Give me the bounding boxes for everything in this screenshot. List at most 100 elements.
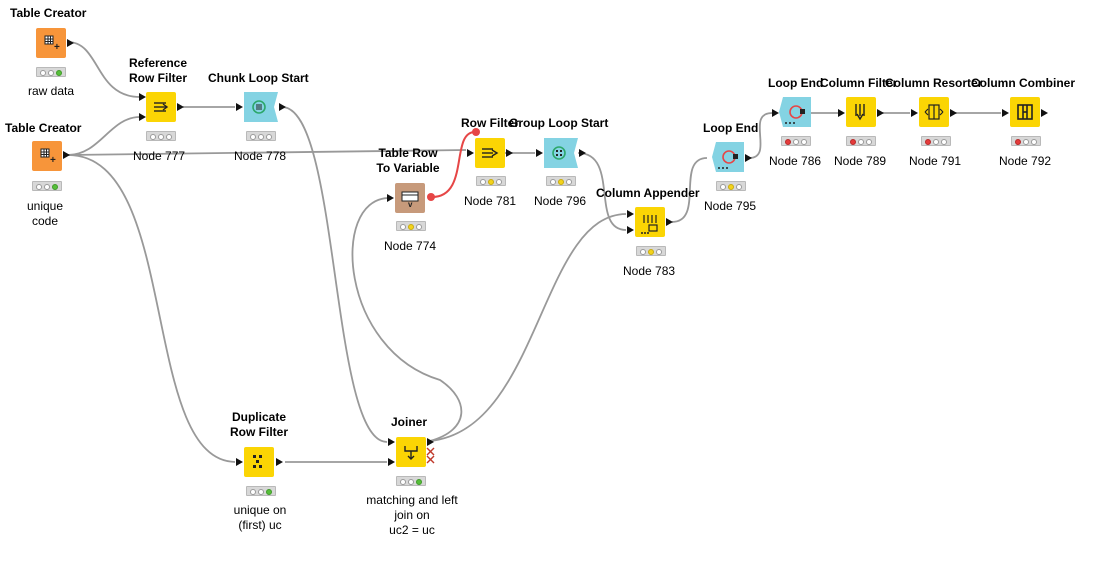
connection [281, 106, 388, 443]
node-label: Node 774 [384, 239, 437, 253]
group-loop-start-icon [544, 138, 578, 168]
input-port[interactable] [139, 93, 146, 101]
inactive-port-icon [426, 447, 435, 464]
output-port[interactable] [877, 109, 884, 117]
node-label: Node 777 [133, 149, 186, 163]
node-label: Node 786 [769, 154, 822, 168]
node-title: Column Resorter [885, 76, 983, 90]
input-port[interactable] [387, 194, 394, 202]
status-traffic-light [36, 67, 66, 77]
column-filter-icon [846, 97, 876, 127]
connection [671, 157, 708, 223]
input-port[interactable] [467, 149, 474, 157]
flow-variable-port [472, 128, 480, 136]
node-label: Node 796 [534, 194, 587, 208]
status-traffic-light [246, 486, 276, 496]
connection [67, 149, 467, 156]
output-port[interactable] [427, 438, 434, 446]
input-port[interactable] [627, 210, 634, 218]
connection [67, 41, 141, 98]
status-traffic-light [146, 131, 176, 141]
node-label: Node 791 [909, 154, 962, 168]
input-port[interactable] [139, 113, 146, 121]
connection [748, 112, 773, 159]
node-title: Reference Row Filter [128, 56, 188, 85]
flow-variable-port [427, 193, 435, 201]
node-label: raw data [28, 84, 75, 98]
output-port[interactable] [1041, 109, 1048, 117]
status-traffic-light [1011, 136, 1041, 146]
node-label: Node 783 [623, 264, 676, 278]
connection [577, 152, 627, 231]
status-traffic-light [396, 476, 426, 486]
input-port[interactable] [772, 109, 779, 117]
reference-row-filter-icon [146, 92, 176, 122]
input-port[interactable] [536, 149, 543, 157]
status-traffic-light [636, 246, 666, 256]
connection [67, 116, 141, 156]
output-port[interactable] [279, 103, 286, 111]
status-traffic-light [921, 136, 951, 146]
output-port[interactable] [950, 109, 957, 117]
duplicate-row-filter-icon [244, 447, 274, 477]
node-title: Duplicate Row Filter [229, 410, 288, 439]
node-label: Node 789 [834, 154, 887, 168]
node-title: Loop End [768, 76, 824, 90]
output-port[interactable] [67, 39, 74, 47]
node-label: Node 778 [234, 149, 287, 163]
column-resorter-icon [919, 97, 949, 127]
node-title: Joiner [391, 415, 428, 429]
chunk-loop-start-icon [244, 92, 278, 122]
status-traffic-light [781, 136, 811, 146]
status-traffic-light [246, 131, 276, 141]
connection [351, 197, 463, 442]
input-port[interactable] [1002, 109, 1009, 117]
status-traffic-light [396, 221, 426, 231]
status-traffic-light [546, 176, 576, 186]
status-traffic-light [476, 176, 506, 186]
input-port[interactable] [911, 109, 918, 117]
row-filter-icon [475, 138, 505, 168]
output-port[interactable] [177, 103, 184, 111]
connection [67, 154, 236, 463]
table-creator-icon: + [32, 141, 62, 171]
svg-text:v: v [408, 200, 413, 209]
column-combiner-icon [1010, 97, 1040, 127]
output-port[interactable] [579, 149, 586, 157]
loop-end-icon [779, 97, 811, 127]
flow-variable-connection [431, 131, 476, 198]
node-title: Row Filter [461, 116, 520, 130]
connection [429, 213, 627, 442]
node-label: Node 795 [704, 199, 757, 213]
output-port[interactable] [276, 458, 283, 466]
status-traffic-light [846, 136, 876, 146]
status-traffic-light [716, 181, 746, 191]
table-creator-icon: + [36, 28, 66, 58]
output-port[interactable] [666, 218, 673, 226]
output-port[interactable] [63, 151, 70, 159]
node-title: Group Loop Start [509, 116, 609, 130]
node-title: Table Creator [10, 6, 87, 20]
input-port[interactable] [236, 103, 243, 111]
node-title: Column Appender [596, 186, 700, 200]
node-title: Table Row To Variable [376, 146, 440, 175]
input-port[interactable] [388, 458, 395, 466]
output-port[interactable] [506, 149, 513, 157]
input-port[interactable] [838, 109, 845, 117]
loop-end-icon [712, 142, 744, 172]
node-title: Column Combiner [971, 76, 1075, 90]
output-port[interactable] [745, 154, 752, 162]
input-port[interactable] [627, 226, 634, 234]
joiner-icon [396, 437, 426, 467]
svg-text:+: + [50, 155, 56, 166]
node-label: Node 792 [999, 154, 1052, 168]
node-title: Chunk Loop Start [208, 71, 309, 85]
table-row-to-variable-icon: v [395, 183, 425, 213]
input-port[interactable] [236, 458, 243, 466]
column-appender-icon [635, 207, 665, 237]
input-port[interactable] [388, 438, 395, 446]
node-label: unique on (first) uc [233, 503, 287, 532]
node-title: Table Creator [5, 121, 82, 135]
node-label: Node 781 [464, 194, 517, 208]
